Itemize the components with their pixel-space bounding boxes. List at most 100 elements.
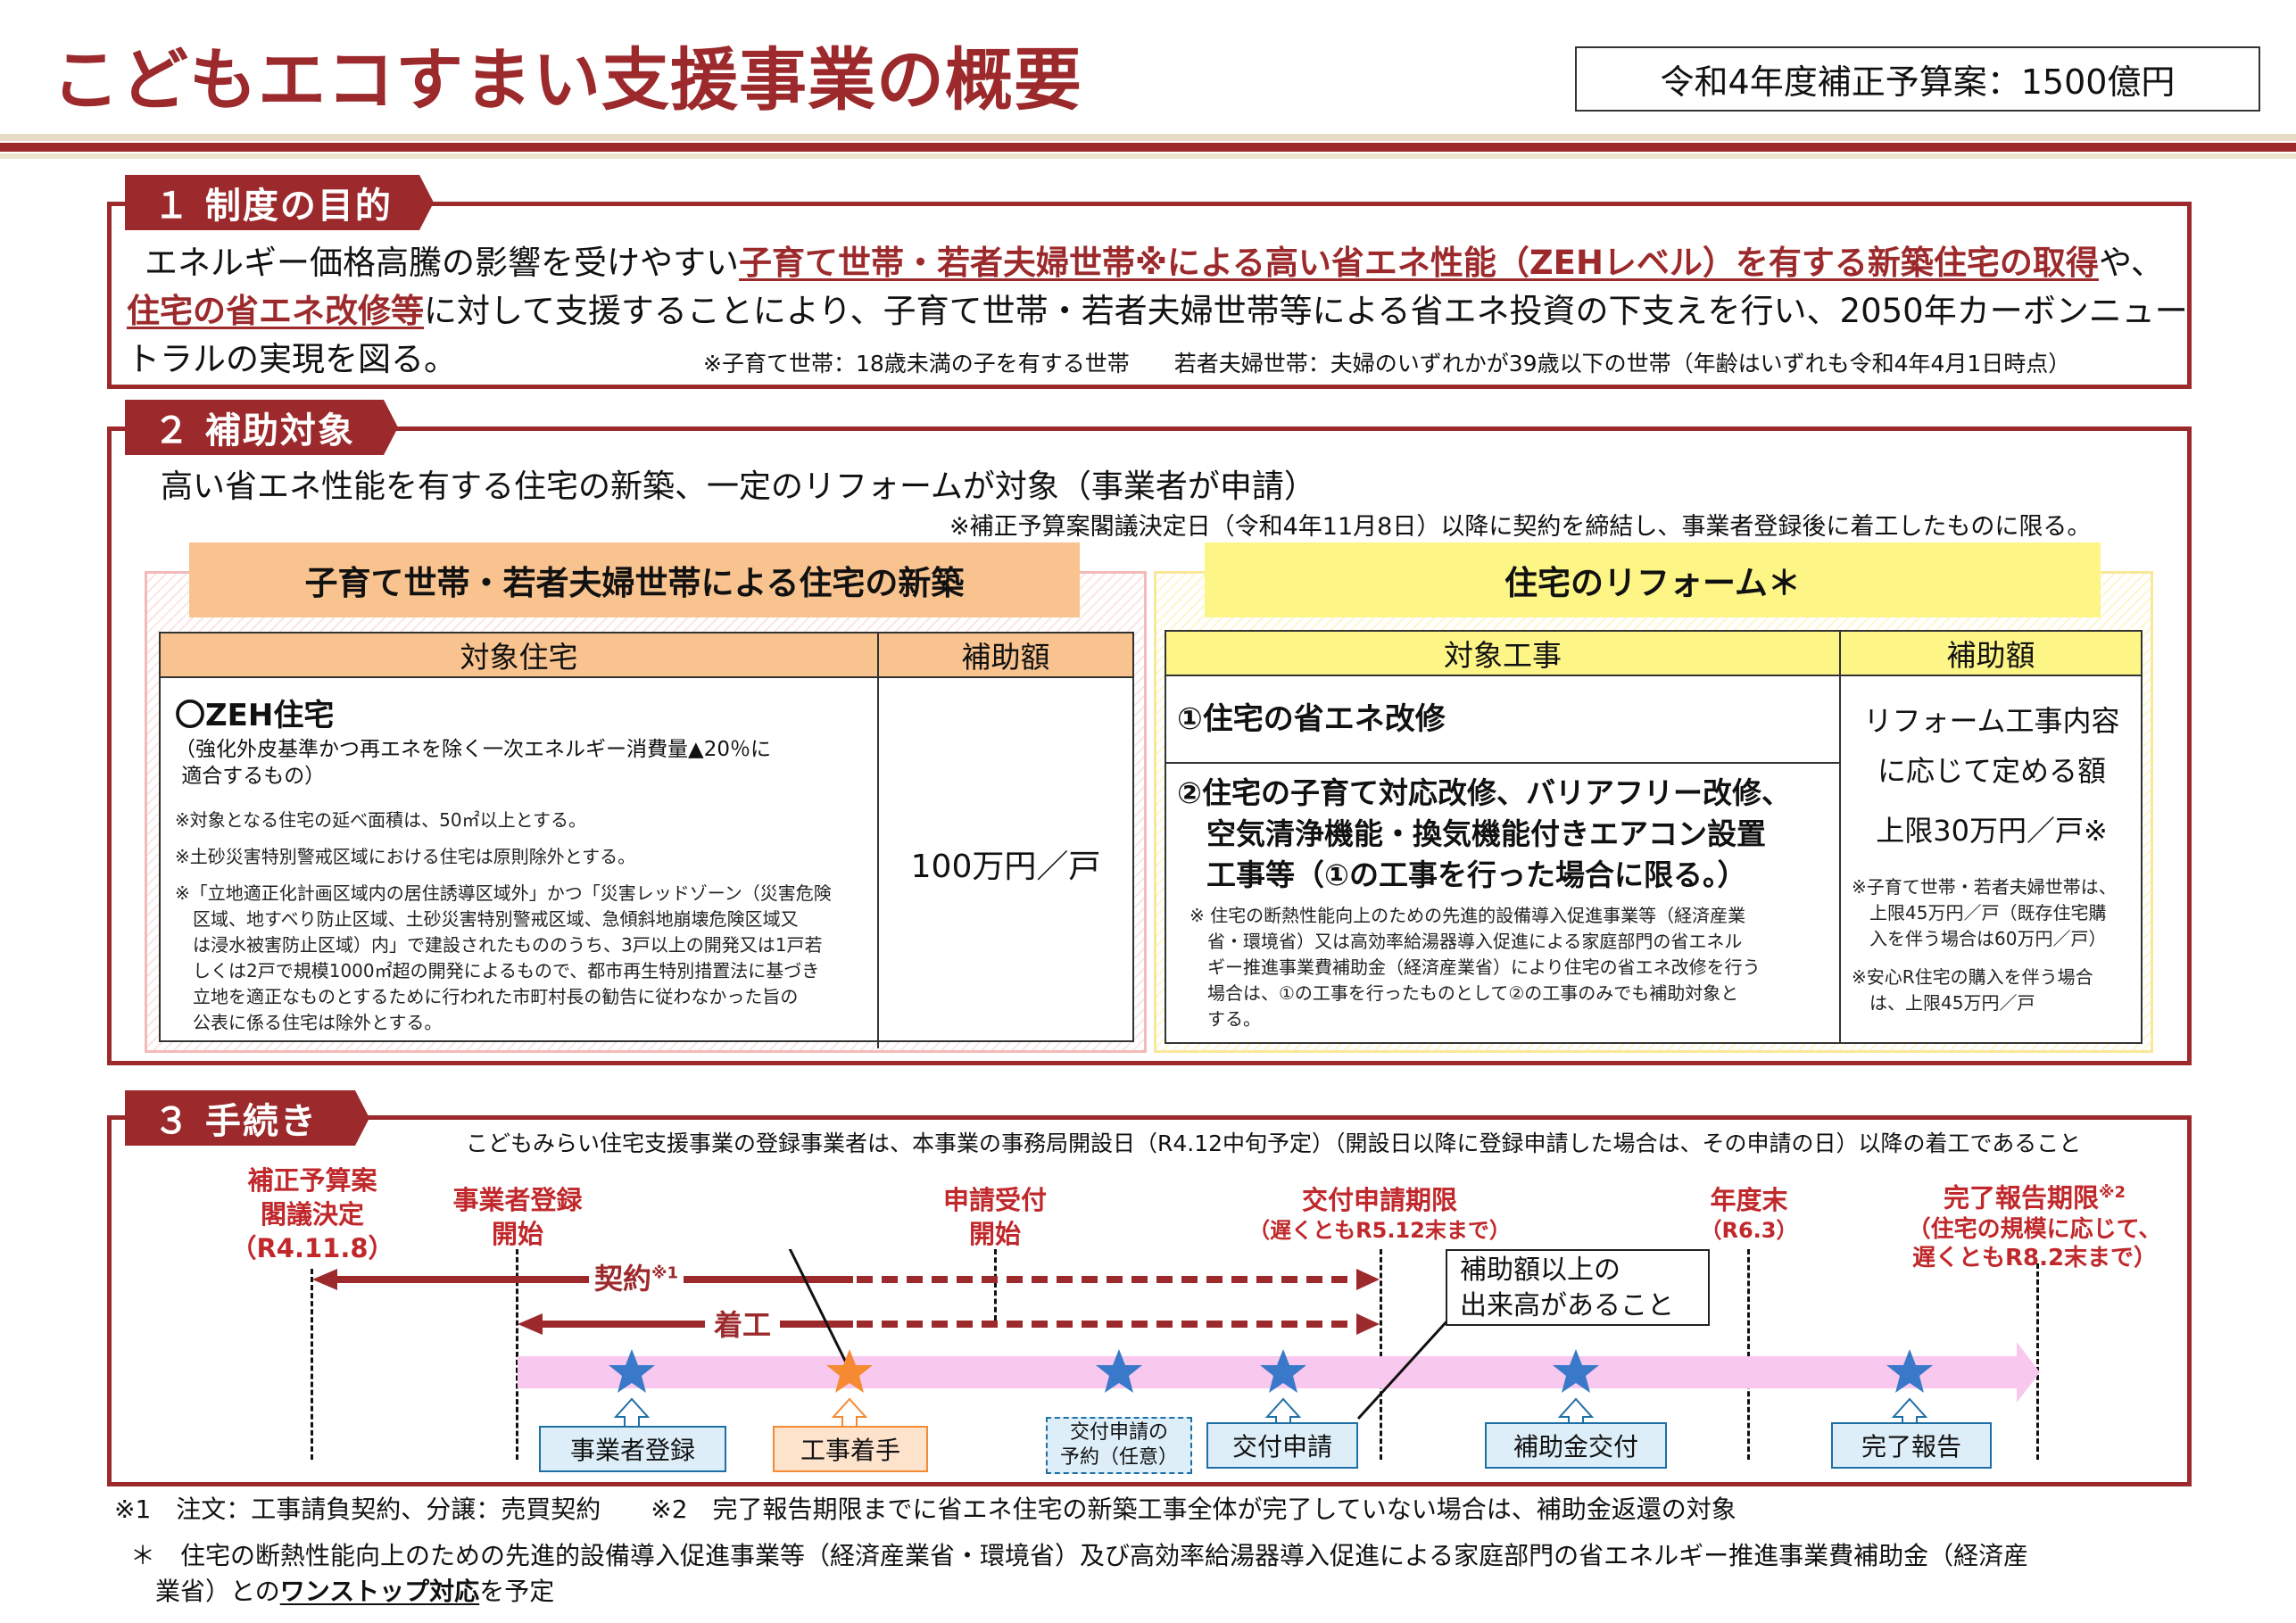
reform-item-note: ※ 住宅の断熱性能向上のための先進的設備導入促進事業等（経済産業 省・環境省）又… [1189,905,1761,1030]
new-build-col-target: 対象住宅 [161,633,879,678]
footer-note-1: ※1 注文：工事請負契約、分譲：売買契約 ※2 完了報告期限までに省エネ住宅の新… [114,1495,1737,1524]
construction-arrow-head [518,1313,543,1335]
reform-amount-note-1: ※子育て世帯・若者夫婦世帯は、 上限45万円／戸（既存住宅購 入を伴う場合は60… [1852,876,2117,949]
budget-box: 令和4年度補正予算案：1500億円 [1575,46,2260,112]
contract-label-sup: ※1 [651,1263,679,1283]
step-report: 完了報告 [1831,1422,1992,1469]
star-grant [1553,1349,1599,1393]
up-arrow-construction [831,1397,868,1430]
star-report [1886,1349,1933,1393]
star-construction [826,1349,873,1393]
step-registration: 事業者登録 [539,1426,726,1472]
new-build-amount: 100万円／戸 [910,848,1101,885]
new-build-title: 子育て世帯・若者夫婦世帯による住宅の新築 [191,544,1078,616]
milestone-application-start: 申請受付 開始 [942,1185,1047,1249]
new-build-note-1: ※対象となる住宅の延べ面積は、50㎡以上とする。 [175,809,587,831]
contract-label-text: 契約 [594,1262,652,1296]
milestone-budget-decision: 補正予算案 閣議決定 （R4.11.8） [205,1163,419,1265]
contract-label: 契約※1 [589,1256,684,1297]
footer-one-stop: ワンストップ対応 [279,1577,480,1606]
milestone-fiscal-end-sub: （R6.3） [1700,1218,1798,1243]
purpose-text-b: や、 [2098,244,2164,282]
purpose-text-a: エネルギー価格高騰の影響を受けやすい [145,244,739,282]
footer-note-3-a: 業省）との [130,1577,280,1606]
milestone-application-deadline: 交付申請期限 （遅くともR5.12末まで） [1246,1183,1513,1244]
up-arrow-registration [613,1397,651,1430]
zeh-item: 〇ZEH住宅 [175,698,335,733]
contract-arrow-head [312,1269,337,1290]
construction-arrow-solid [541,1321,853,1328]
box-pointer [1356,1317,1451,1420]
eligibility-note: ※補正予算案閣議決定日（令和4年11月8日）以降に契約を締結し、事業者登録後に着… [949,513,2092,541]
star-reservation [1096,1349,1142,1393]
milestone-report-deadline-text: 完了報告期限 [1943,1182,2099,1213]
reform-item-2-cell: ②住宅の子育て対応改修、バリアフリー改修、 空気清浄機能・換気機能付きエアコン設… [1166,764,1839,1041]
new-build-target-cell: 〇ZEH住宅 （強化外皮基準かつ再エネを除く一次エネルギー消費量▲20％に 適合… [161,678,879,1048]
new-build-table: 対象住宅 補助額 〇ZEH住宅 （強化外皮基準かつ再エネを除く一次エネルギー消費… [159,632,1134,1048]
section-purpose-tab: １ 制度の目的 [125,175,434,230]
reform-amount-cell: リフォーム工事内容 に応じて定める額 上限30万円／戸※ ※子育て世帯・若者夫婦… [1841,676,2141,1042]
milestone-report-deadline: 完了報告期限※2 （住宅の規模に応じて、 遅くともR8.2末まで） [1883,1176,2186,1272]
milestone-budget-decision-date: （R4.11.8） [230,1233,394,1263]
new-build-col-amount: 補助額 [879,633,1132,678]
timeline-marker-registration [516,1249,518,1460]
footer-note-2: ＊ 住宅の断熱性能向上のための先進的設備導入促進事業等（経済産業省・環境省）及び… [130,1541,2029,1570]
milestone-application-deadline-label: 交付申請期限 [1301,1185,1457,1215]
milestone-fiscal-end: 年度末 （R6.3） [1678,1183,1820,1244]
header-divider-light [0,153,2296,159]
page-title: こどもエコすまい支援事業の概要 [52,40,1082,120]
zeh-desc: （強化外皮基準かつ再エネを除く一次エネルギー消費量▲20％に 適合するもの） [175,738,771,788]
purpose-highlight-reform: 住宅の省エネ改修等 [127,292,424,330]
footer-note-3-b: を予定 [479,1577,555,1606]
milestone-registration-start: 事業者登録 開始 [452,1185,583,1249]
purpose-line-3: トラルの実現を図る。 [127,340,457,378]
procedure-callout: こどもみらい住宅支援事業の登録事業者は、本事業の事務局開設日（R4.12中旬予定… [466,1130,2082,1156]
timeline-marker-deadline [1380,1249,1382,1460]
new-build-note-2: ※土砂災害特別警戒区域における住宅は原則除外とする。 [175,846,636,867]
reform-amount-1: リフォーム工事内容 に応じて定める額 [1863,704,2120,788]
reform-item-1: ①住宅の省エネ改修 [1166,676,1839,764]
purpose-highlight-new-build: 子育て世帯・若者夫婦世帯※による高い省エネ性能（ZEHレベル）を有する新築住宅の… [739,244,2099,282]
reform-table: 対象工事 補助額 ①住宅の省エネ改修 ②住宅の子育て対応改修、バリアフリー改修、… [1165,630,2143,1044]
purpose-line-1: エネルギー価格高騰の影響を受けやすい子育て世帯・若者夫婦世帯※による高い省エネ性… [145,239,2164,287]
section-procedure-tab: ３ 手続き [125,1090,369,1146]
timeline-marker-report [2036,1263,2039,1460]
star-application [1260,1349,1306,1393]
milestone-report-deadline-sup: ※2 [2098,1183,2126,1202]
progress-condition-box: 補助額以上の 出来高があること [1446,1249,1710,1326]
header-divider-accent [0,143,2296,152]
milestone-report-deadline-label: 完了報告期限※2 [1883,1176,2186,1215]
step-grant: 補助金交付 [1485,1422,1667,1469]
reform-col-amount: 補助額 [1841,632,2141,676]
reform-amount-note-2: ※安心R住宅の購入を伴う場合 は、上限45万円／戸 [1852,966,2093,1014]
milestone-budget-decision-label: 補正予算案 閣議決定 [247,1165,377,1230]
milestone-application-deadline-sub: （遅くともR5.12末まで） [1248,1218,1511,1243]
milestone-fiscal-end-label: 年度末 [1710,1185,1788,1215]
reform-col-work: 対象工事 [1166,632,1841,676]
timeline-marker-fiscal-end [1747,1249,1750,1460]
callout-pointer [788,1249,851,1370]
purpose-line-2: 住宅の省エネ改修等に対して支援することにより、子育て世帯・若者夫婦世帯等による省… [127,287,2188,335]
new-build-note-3: ※「立地適正化計画区域内の居住誘導区域外」かつ「災害レッドゾーン（災害危険 区域… [175,882,832,1033]
step-construction: 工事着手 [773,1426,928,1472]
footer-note-3: 業省）とのワンストップ対応を予定 [130,1574,554,1610]
timeline-marker-budget [311,1269,313,1460]
section-eligibility-tab: ２ 補助対象 [125,400,398,455]
step-application: 交付申請 [1206,1422,1358,1469]
section-purpose [107,202,2192,389]
timeline-marker-application [994,1249,997,1321]
reform-title: 住宅のリフォーム＊ [1206,544,2099,616]
purpose-note: ※子育て世帯：18歳未満の子を有する世帯 若者夫婦世帯：夫婦のいずれかが39歳以… [703,351,2071,377]
main-timeline-head [2017,1342,2040,1403]
star-registration [609,1349,655,1393]
contract-arrow-tail [1356,1269,1380,1290]
reform-amount-2: 上限30万円／戸※ [1876,814,2108,848]
eligibility-lead: 高い省エネ性能を有する住宅の新築、一定のリフォームが対象（事業者が申請） [161,468,1316,505]
step-reservation: 交付申請の 予約（任意） [1046,1417,1192,1474]
construction-label: 着工 [705,1303,781,1344]
reform-work-cell: ①住宅の省エネ改修 ②住宅の子育て対応改修、バリアフリー改修、 空気清浄機能・換… [1166,676,1841,1042]
header-divider [0,134,2296,141]
main-timeline-bar [518,1356,2017,1388]
milestone-report-deadline-sub: （住宅の規模に応じて、 遅くともR8.2末まで） [1907,1215,2162,1271]
construction-arrow-tail [1356,1313,1380,1335]
